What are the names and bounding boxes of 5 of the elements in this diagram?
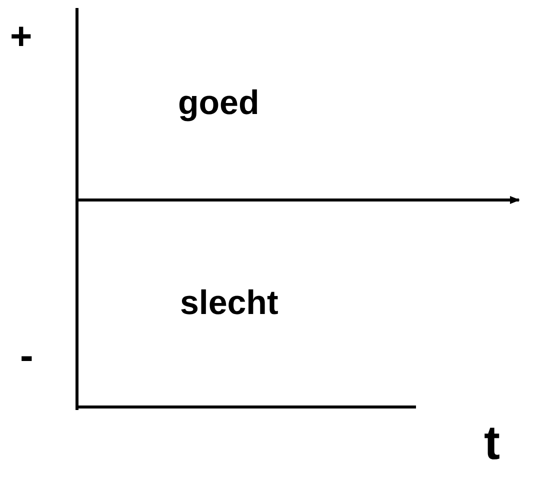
region-label: slecht xyxy=(180,286,278,320)
minus-sign: - xyxy=(20,336,34,376)
region-label: goed xyxy=(178,86,260,120)
axis-label: t xyxy=(484,420,500,468)
plus-sign: + xyxy=(10,18,32,56)
